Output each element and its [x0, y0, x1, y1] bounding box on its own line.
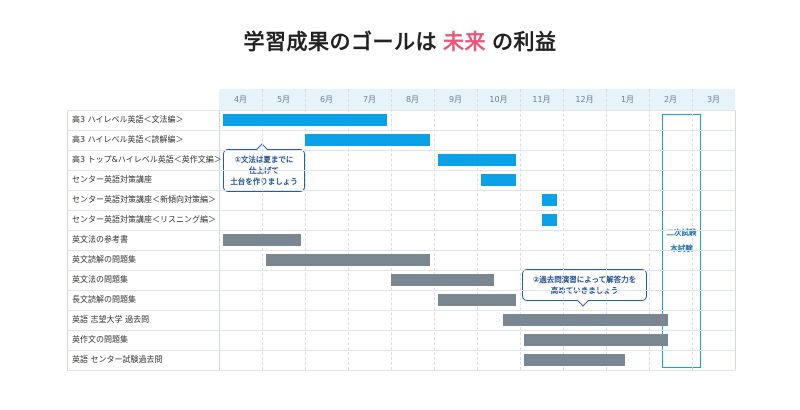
row-label: 長文読解の問題集: [72, 295, 136, 304]
grid-hline: [67, 210, 735, 211]
month-label: 12月: [575, 95, 594, 104]
month-label: 6月: [319, 95, 334, 104]
month-label: 8月: [405, 95, 420, 104]
frame-left: [67, 110, 68, 370]
month-label: 2月: [663, 95, 678, 104]
grid-hline: [67, 190, 735, 191]
callout-grammar-line: 土台を作りましょう: [230, 177, 298, 186]
frame-right: [735, 110, 736, 370]
schedule-bar: [305, 134, 430, 146]
schedule-bar: [223, 234, 301, 246]
schedule-bar: [502, 314, 669, 326]
schedule-bar: [266, 254, 430, 266]
month-label: 5月: [276, 95, 291, 104]
month-label: 11月: [532, 95, 551, 104]
month-label: 4月: [233, 95, 248, 104]
row-label: 英語 志望大学 過去問: [72, 315, 150, 324]
month-label: 9月: [448, 95, 463, 104]
row-label: 英文法の参考書: [72, 235, 128, 244]
schedule-bar: [481, 174, 516, 186]
grid-hline: [67, 150, 735, 151]
schedule-bar: [223, 114, 387, 126]
row-label: 高3 ハイレベル英語＜文法編＞: [72, 115, 184, 124]
exam-label-main: 本試験: [670, 244, 693, 253]
title-before: 学習成果のゴールは: [243, 30, 437, 54]
grid-hline: [67, 230, 735, 231]
grid-vline: [477, 89, 478, 370]
grid-hline: [67, 110, 735, 111]
schedule-bar: [541, 214, 557, 226]
title-accent: 未来: [443, 30, 486, 54]
schedule-bar: [541, 194, 557, 206]
schedule-bar: [524, 354, 626, 366]
row-label: 英作文の問題集: [72, 335, 128, 344]
schedule-bar: [438, 154, 516, 166]
callout-grammar-line: ①文法は夏までに: [234, 155, 294, 164]
grid-vline: [649, 89, 650, 370]
grid-hline: [67, 350, 735, 351]
grid-vline: [520, 89, 521, 370]
page-title: 学習成果のゴールは未来の利益: [0, 26, 800, 56]
exam-period-box: 二次試験 本試験: [662, 114, 701, 368]
gantt-chart: 二次試験 本試験 ①文法は夏までに 仕上げて 土台を作りましょう ②過去問演習に…: [67, 89, 736, 371]
grid-hline: [67, 170, 735, 171]
grid-hline: [67, 270, 735, 271]
grid-hline: [67, 250, 735, 251]
grid-hline: [67, 370, 735, 371]
grid-vline: [391, 89, 392, 370]
grid-vline: [305, 89, 306, 370]
schedule-bar: [438, 294, 516, 306]
grid-hline: [67, 130, 735, 131]
title-after: の利益: [492, 30, 557, 54]
grid-vline: [563, 89, 564, 370]
grid-hline: [67, 310, 735, 311]
schedule-bar: [524, 334, 669, 346]
grid-vline: [434, 89, 435, 370]
frame-split: [219, 110, 220, 370]
grid-hline: [67, 290, 735, 291]
month-label: 10月: [489, 95, 508, 104]
row-label: センター英語対策講座: [72, 175, 152, 184]
grid-vline: [692, 89, 693, 370]
grid-vline: [606, 89, 607, 370]
schedule-bar: [391, 274, 495, 286]
exam-label-second: 二次試験: [666, 228, 697, 237]
grid-hline: [67, 330, 735, 331]
callout-past-exams-line: ②過去問演習によって解答力を: [532, 275, 637, 284]
row-label: 英語 センター試験過去問: [72, 355, 163, 364]
row-label: センター英語対策講座＜リスニング編＞: [72, 215, 216, 224]
callout-past-exams: ②過去問演習によって解答力を 高めていきましょう: [522, 269, 647, 307]
grid-vline: [262, 89, 263, 370]
grid-vline: [348, 89, 349, 370]
row-label: 英文読解の問題集: [72, 255, 136, 264]
month-label: 7月: [362, 95, 377, 104]
row-label: センター英語対策講座＜新傾向対策編＞: [72, 195, 216, 204]
row-label: 英文法の問題集: [72, 275, 128, 284]
month-label: 1月: [620, 95, 635, 104]
callout-past-exams-tail: [577, 295, 589, 307]
month-label: 3月: [706, 95, 721, 104]
row-label: 高3 ハイレベル英語＜読解編＞: [72, 135, 184, 144]
row-label: 高3 トップ&ハイレベル英語＜英作文編＞: [72, 155, 222, 164]
